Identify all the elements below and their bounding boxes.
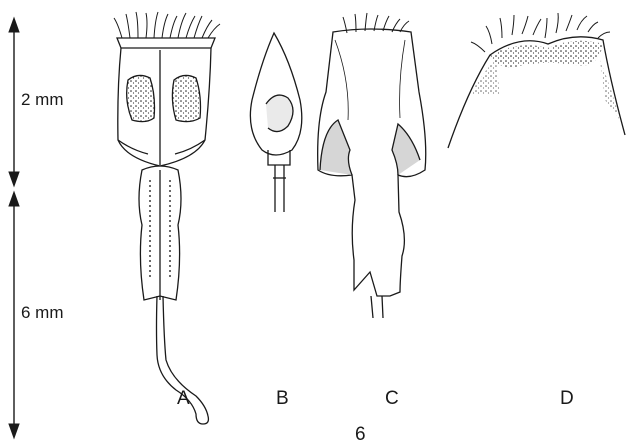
scale-bar-6mm <box>9 192 19 438</box>
panel-label-b: B <box>276 388 289 410</box>
panel-d-drawing <box>448 13 625 148</box>
figure-number-fragment: 6 <box>355 424 366 441</box>
panel-c-drawing <box>318 13 426 318</box>
scale-bar-2mm <box>9 18 19 186</box>
panel-label-d: D <box>560 388 574 410</box>
panel-label-c: C <box>385 388 399 410</box>
scale-label-2mm: 2 mm <box>21 90 64 110</box>
panel-label-a: A <box>177 388 190 410</box>
panel-a-drawing <box>114 12 220 424</box>
scale-label-6mm: 6 mm <box>21 303 64 323</box>
panel-b-drawing <box>250 33 301 212</box>
